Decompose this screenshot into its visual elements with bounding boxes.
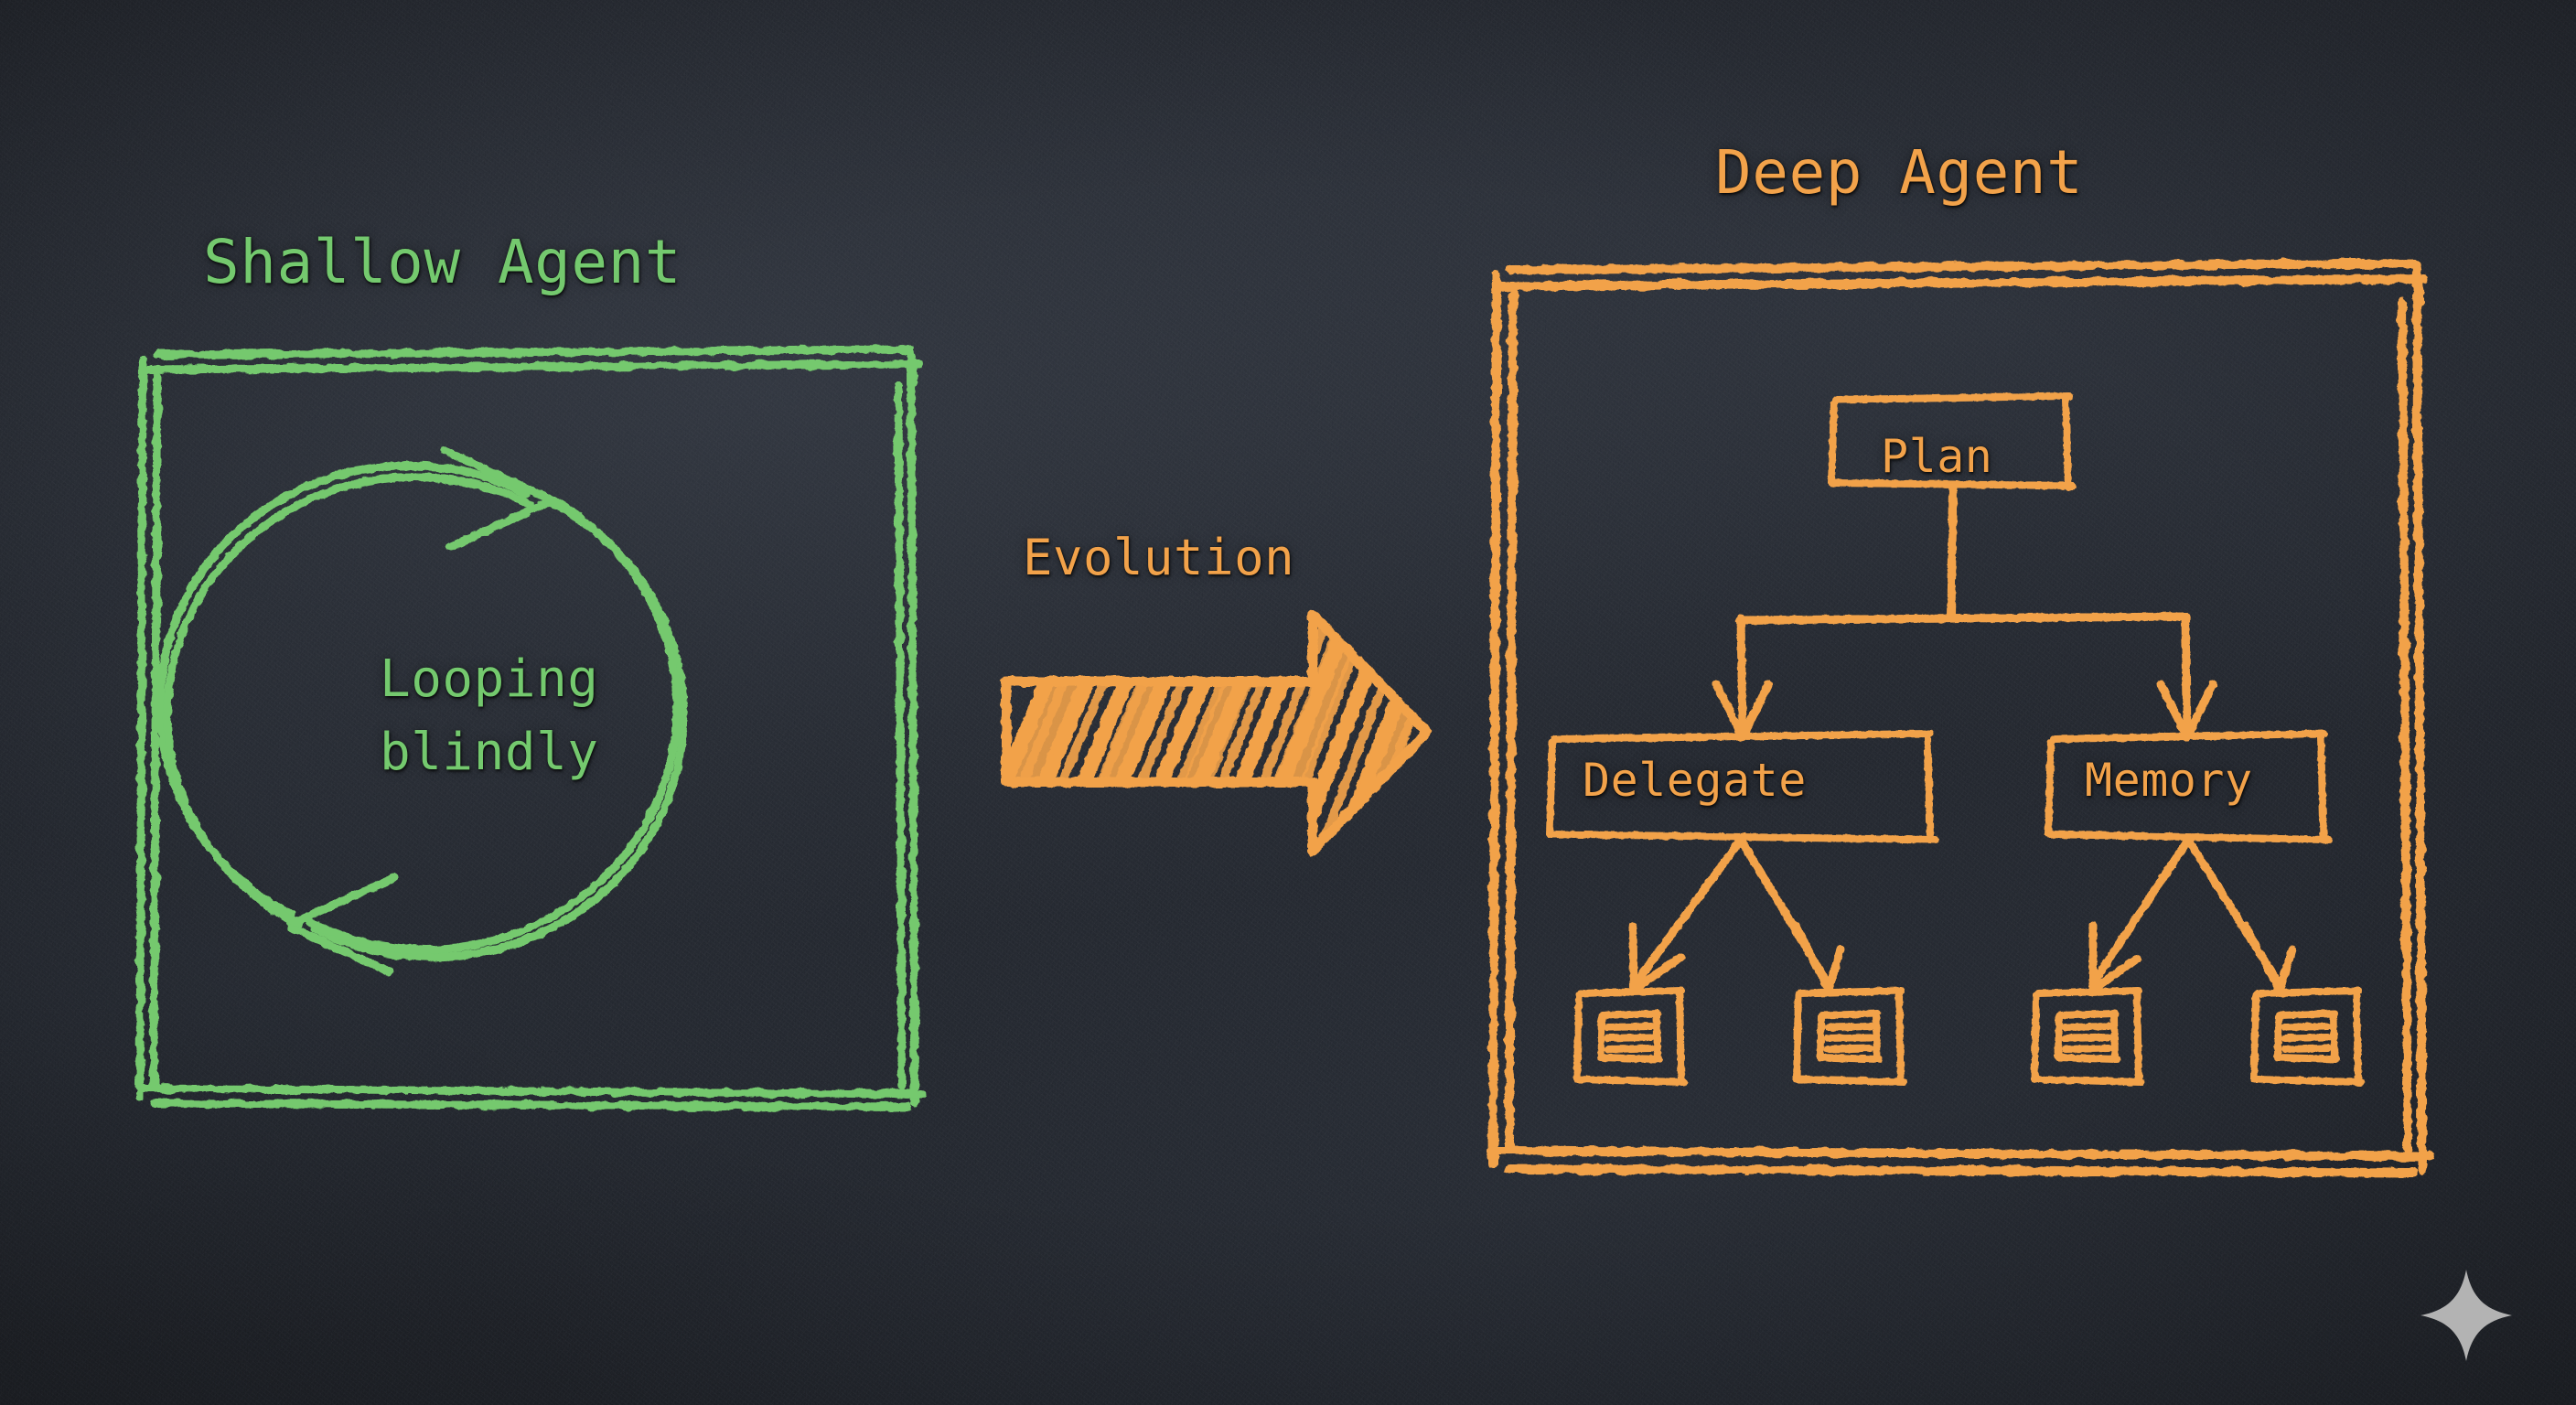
plan-node-label: Plan [1881,430,1993,483]
memory-to-leaf4-arrow [2184,835,2297,994]
sparkle-icon [2420,1270,2512,1361]
bus-to-delegate-arrow [1712,614,1773,742]
memory-leaf-1-document-list-icon [2031,987,2145,1086]
bus-to-memory-arrow [2156,614,2217,742]
delegate-leaf-2-document-list-icon [1793,987,1907,1086]
memory-node-label: Memory [2085,754,2253,807]
evolution-label: Evolution [1023,529,1295,586]
shallow-agent-title: Shallow Agent [203,227,682,297]
deep-agent-title: Deep Agent [1715,137,2084,208]
delegate-leaf-1-document-list-icon [1573,987,1688,1086]
plan-to-bus-connector [1735,481,2191,625]
loop-label-line1: Looping [380,649,599,709]
deep-agent-frame [1488,259,2434,1177]
delegate-to-leaf1-arrow [1628,835,1745,994]
memory-leaf-2-document-list-icon [2250,987,2365,1086]
delegate-to-leaf2-arrow [1736,835,1845,994]
shallow-agent-frame [135,345,927,1111]
loop-arrows-icon [156,445,688,976]
loop-label-line2: blindly [380,723,599,782]
memory-to-leaf3-arrow [2088,835,2193,994]
delegate-node-label: Delegate [1583,754,1807,807]
